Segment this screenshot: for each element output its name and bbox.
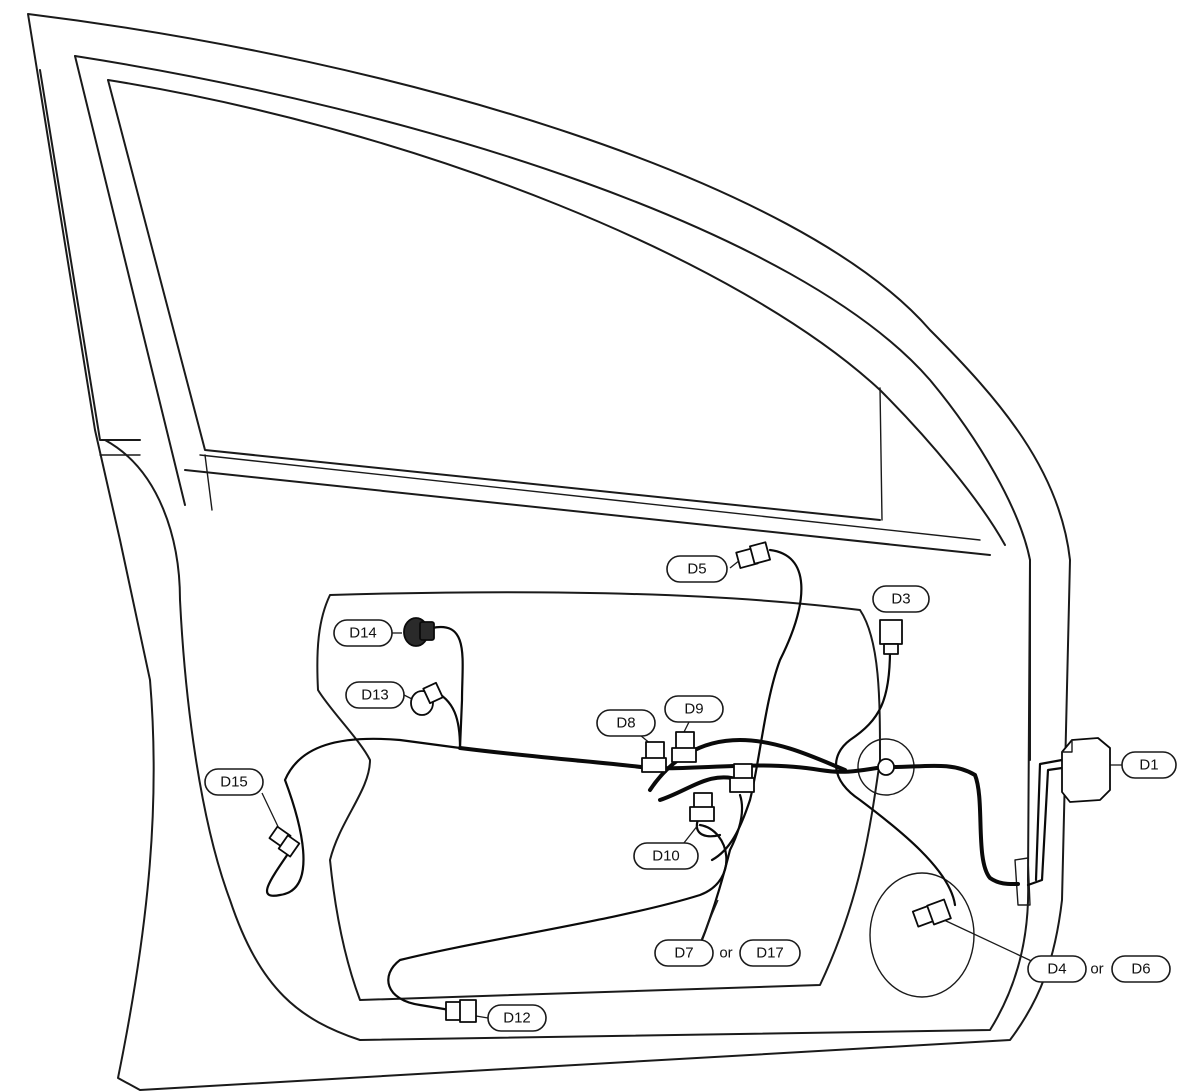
label-d7-text: D7 [674, 945, 693, 962]
label-d4-text: D4 [1047, 961, 1066, 978]
label-d15: D15 [204, 768, 264, 796]
label-d9: D9 [664, 695, 724, 723]
label-or-d4-d6: or [1090, 961, 1103, 978]
label-d8: D8 [596, 709, 656, 737]
label-d7: D7 [654, 939, 714, 967]
connector-d13-icon [410, 681, 444, 716]
connector-d10-icon [689, 792, 715, 822]
label-d17-text: D17 [756, 945, 784, 962]
connector-d14-icon [403, 617, 435, 647]
label-d13-text: D13 [361, 687, 389, 704]
label-d14-text: D14 [349, 625, 377, 642]
label-d1-text: D1 [1139, 757, 1158, 774]
wire-harness [265, 548, 1064, 1012]
label-d13: D13 [345, 681, 405, 709]
connector-d9-icon [671, 731, 697, 763]
label-d12: D12 [487, 1004, 547, 1032]
label-d10: D10 [633, 842, 699, 870]
label-d5-text: D5 [687, 561, 706, 578]
label-d3-text: D3 [891, 591, 910, 608]
label-d12-text: D12 [503, 1010, 531, 1027]
connector-d5-icon [735, 541, 771, 569]
label-d6-text: D6 [1131, 961, 1150, 978]
grommet-icon [877, 758, 895, 776]
connector-d12-icon [445, 999, 477, 1023]
label-d5: D5 [666, 555, 728, 583]
connector-d4-d6-icon [911, 898, 952, 928]
label-d6: D6 [1111, 955, 1171, 983]
label-d14: D14 [333, 619, 393, 647]
connector-d1-icon [1061, 737, 1111, 803]
connector-d7-icon [729, 763, 755, 793]
label-d10-text: D10 [652, 848, 680, 865]
connector-d3-icon [879, 619, 903, 655]
label-d4: D4 [1027, 955, 1087, 983]
label-d17: D17 [739, 939, 801, 967]
label-d3: D3 [872, 585, 930, 613]
label-d9-text: D9 [684, 701, 703, 718]
label-or-d7-d17: or [719, 945, 732, 962]
door-outline [27, 13, 1071, 1091]
connector-d15-icon [268, 825, 301, 858]
label-d1: D1 [1121, 751, 1177, 779]
connector-labels: D1 D3 D5 D8 D9 D10 D7 or D17 [204, 555, 1177, 1032]
label-d15-text: D15 [220, 774, 248, 791]
connectors [268, 541, 1111, 1023]
label-d8-text: D8 [616, 715, 635, 732]
connector-d8-icon [641, 741, 667, 773]
